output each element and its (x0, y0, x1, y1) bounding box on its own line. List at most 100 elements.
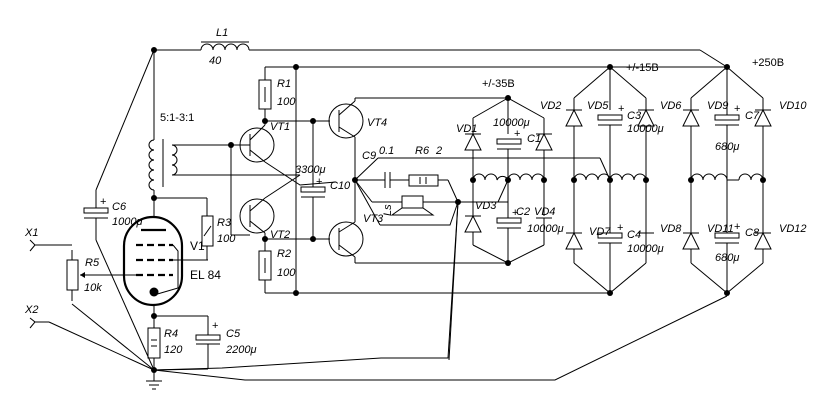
tube-type: EL 84 (190, 268, 221, 282)
potentiometer-r5: R5 10k (66, 250, 155, 371)
vd8-label: VD8 (660, 223, 682, 235)
vd5-label: VD5 (587, 100, 609, 112)
c3-plus: + (618, 103, 624, 115)
vd4-label: VD4 (534, 206, 555, 218)
vt4-ref: VT4 (367, 117, 387, 129)
c2-value: 10000μ (527, 223, 564, 235)
rail-250v-label: +250В (752, 57, 784, 69)
c1-plus: + (514, 128, 520, 140)
c5-value: 2200μ (225, 344, 257, 356)
r4-ref: R4 (164, 328, 178, 340)
r3-ref: R3 (217, 217, 232, 229)
r2-ref: R2 (277, 248, 291, 260)
resistor-r4: R4 120 (147, 316, 183, 370)
inductor-l1: L1 40 (209, 27, 228, 67)
vd2-label: VD2 (540, 100, 561, 112)
vd7-label: VD7 (589, 226, 611, 238)
c1-value: 10000μ (493, 117, 530, 129)
speaker-ref: Ls (382, 204, 394, 216)
c2-ref: C2 (516, 206, 530, 218)
r6-value: 2 (435, 145, 442, 157)
input-x1: X1 (24, 227, 72, 252)
x2-label: X2 (24, 304, 38, 316)
r1-ref: R1 (277, 78, 291, 90)
wire (354, 179, 381, 226)
capacitor-c5: + C5 2200μ (153, 315, 257, 371)
c4-value: 10000μ (627, 243, 664, 255)
wire (95, 49, 155, 191)
transformer: 5:1-3:1 (148, 112, 300, 198)
c9-value: 0.1 (379, 145, 394, 157)
resistor-r6: R6 2 (408, 145, 459, 203)
vt3-ref: VT3 (363, 213, 384, 225)
c6-ref: C6 (112, 201, 127, 213)
resistor-r3: R3 100 (201, 215, 236, 260)
c7-ref: C7 (745, 110, 760, 122)
speaker: Ls (354, 179, 458, 216)
c4-ref: C4 (627, 229, 641, 241)
wire-ground-return-speaker (153, 201, 459, 371)
supply-15v: +/-15В VD2 + VD5 C3 10000μ VD7 (540, 62, 664, 296)
r1-value: 100 (277, 96, 296, 108)
c7-value: 680μ (715, 141, 739, 153)
supply-250v: +250В VD6 + VD9 C7 680μ VD10 (660, 57, 807, 296)
transformer-ratio: 5:1-3:1 (160, 112, 194, 124)
l1-value: 40 (209, 55, 222, 67)
vt2-ref: VT2 (270, 229, 290, 241)
vd6-label: VD6 (660, 100, 682, 112)
c1-ref: C1 (527, 133, 541, 145)
c8-plus: + (734, 221, 740, 233)
wire-top-rail (154, 41, 728, 68)
c2-plus: + (512, 207, 518, 219)
c3-ref: C3 (627, 110, 642, 122)
c5-ref: C5 (226, 328, 241, 340)
junction-dot (293, 290, 299, 296)
capacitor-c6: + C6 1000μ (83, 190, 143, 240)
capacitor-c10: + 3300μ C10 (295, 118, 351, 242)
c8-value: 680μ (715, 252, 739, 264)
transistor-vt4: VT4 (313, 97, 508, 180)
capacitor-c9: C9 0.1 (355, 145, 409, 188)
input-x2: X2 (24, 304, 155, 371)
r6-ref: R6 (415, 145, 430, 157)
c6-plus: + (100, 196, 106, 208)
vd1-label: VD1 (456, 123, 477, 135)
vd11-label: VD11 (707, 223, 734, 235)
r5-value: 10k (84, 282, 102, 294)
vd3-label: VD3 (475, 200, 497, 212)
transistor-vt3: VT3 (313, 180, 508, 264)
x1-label: X1 (24, 227, 38, 239)
wire-ground (448, 201, 459, 361)
r5-ref: R5 (85, 257, 100, 269)
supply-35v: +/-35В VD1 + 10000μ C1 VD (456, 78, 564, 266)
tube-el84: V1 EL 84 (122, 198, 221, 307)
wire (95, 239, 155, 371)
r4-value: 120 (164, 344, 183, 356)
c7-plus: + (734, 103, 740, 115)
c8-ref: C8 (745, 227, 760, 239)
c10-plus: + (316, 176, 322, 188)
c5-plus: + (212, 320, 218, 332)
rail-35v-label: +/-35В (482, 78, 515, 90)
c10-value: 3300μ (295, 164, 326, 176)
r2-value: 100 (277, 267, 296, 279)
wire-ground-return-250 (153, 295, 728, 381)
c4-plus: + (617, 222, 623, 234)
vd12-label: VD12 (779, 223, 807, 235)
c6-value: 1000μ (112, 216, 143, 228)
r3-value: 100 (217, 233, 236, 245)
transistor-vt2: VT2 (239, 174, 301, 241)
vd10-label: VD10 (779, 100, 807, 112)
tube-ref: V1 (190, 239, 205, 253)
vd9-label: VD9 (707, 100, 728, 112)
vt1-ref: VT1 (270, 121, 290, 133)
c9-ref: C9 (362, 150, 376, 162)
resistor-r2: R2 100 (258, 239, 610, 294)
rail-15v-label: +/-15В (626, 62, 659, 74)
wire (380, 201, 459, 226)
transistor-vt1: VT1 (231, 121, 337, 186)
wire (354, 157, 379, 181)
c10-ref: C10 (330, 180, 351, 192)
